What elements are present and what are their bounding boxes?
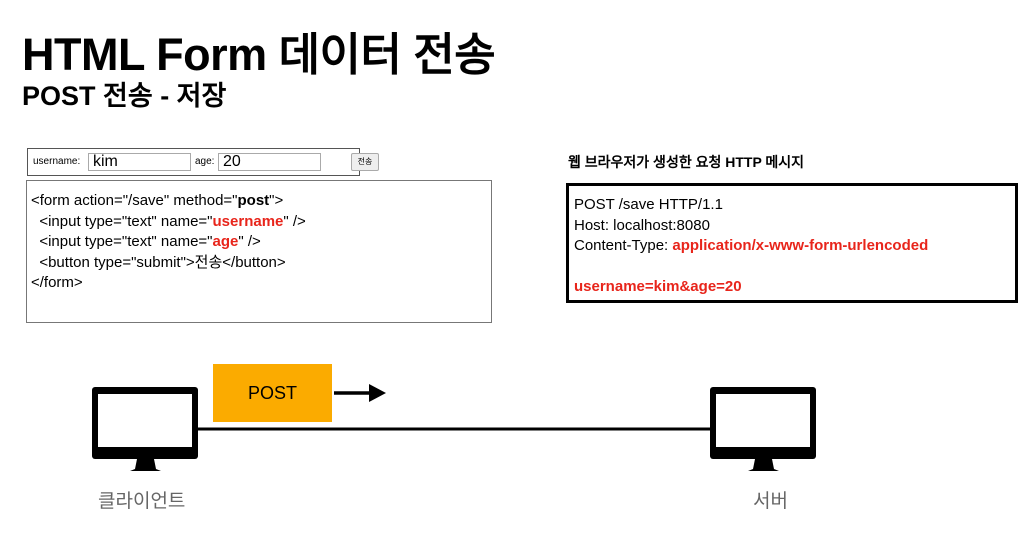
request-line: POST /save HTTP/1.1 (574, 196, 723, 213)
username-input[interactable]: kim (88, 153, 191, 171)
code-text: "> (269, 192, 284, 209)
html-code-box: <form action="/save" method="post"> <inp… (26, 180, 492, 323)
client-monitor-icon (92, 387, 198, 471)
page-title: HTML Form 데이터 전송 (22, 29, 496, 80)
arrow-right-icon (334, 384, 386, 402)
code-text: </form> (31, 274, 83, 291)
code-text: <form action="/save" method=" (31, 192, 238, 209)
form-preview: username: kim age: 20 전송 (27, 148, 379, 176)
http-message-title: 웹 브라우저가 생성한 요청 HTTP 메시지 (568, 154, 805, 170)
server-label: 서버 (753, 491, 788, 512)
code-text: <input type="text" name=" (31, 212, 213, 230)
code-method: post (237, 192, 270, 209)
age-label: age: (195, 156, 215, 167)
code-text: <button type="submit">전송</button> (31, 253, 286, 271)
username-label: username: (33, 156, 81, 167)
code-age: age (212, 233, 239, 250)
post-method-box: POST (213, 364, 332, 422)
content-type-key: Content-Type: (574, 237, 673, 254)
http-message-box: POST /save HTTP/1.1 Host: localhost:8080… (566, 183, 1018, 303)
submit-button[interactable]: 전송 (351, 153, 379, 171)
code-username: username (212, 212, 284, 230)
age-input[interactable]: 20 (218, 153, 321, 171)
host-header: Host: localhost:8080 (574, 216, 710, 234)
message-body: username=kim&age=20 (574, 278, 742, 295)
server-monitor-icon (710, 387, 816, 471)
code-text: " /> (238, 233, 261, 250)
content-type-value: application/x-www-form-urlencoded (672, 237, 929, 254)
client-label: 클라이언트 (98, 491, 186, 512)
code-text: " /> (283, 212, 306, 230)
page-subtitle: POST 전송 - 저장 (22, 81, 227, 111)
code-text: <input type="text" name=" (31, 233, 213, 250)
